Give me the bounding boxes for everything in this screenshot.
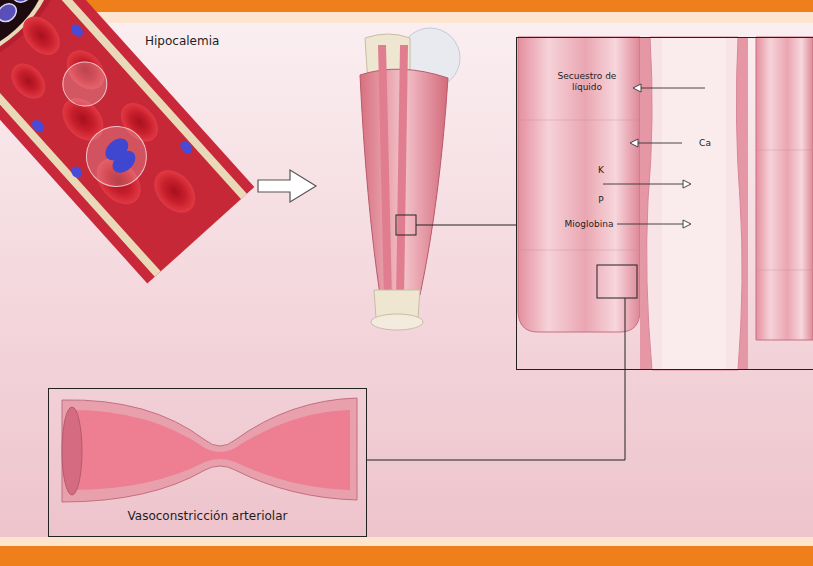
bottom-strip — [0, 537, 813, 546]
ion-label: P — [591, 195, 611, 206]
text-slot: Secuestro de líquido — [557, 71, 617, 93]
ion-label: Ca — [690, 138, 720, 149]
ion-label: Mioglobina — [557, 219, 621, 230]
blood-vessel — [0, 0, 254, 283]
text-slot: Mioglobina — [557, 219, 621, 230]
top-strip — [0, 12, 813, 23]
block-arrow — [258, 170, 316, 202]
title-label: Hipocalemia — [145, 34, 219, 49]
connector-line — [367, 370, 625, 460]
ion-label: K — [591, 165, 611, 176]
ion-label: Secuestro de líquido — [557, 71, 617, 93]
inset-panel: Vasoconstricción arteriolar — [48, 388, 367, 537]
text-slot: K — [591, 165, 611, 176]
top-bar — [0, 0, 813, 12]
text-slot: Vasoconstricción arteriolar — [49, 509, 366, 524]
muscle-figure — [360, 28, 460, 330]
panel-caption: Vasoconstricción arteriolar — [49, 509, 366, 524]
flux-arrows — [603, 84, 705, 228]
text-slot: P — [591, 195, 611, 206]
zoom-panel: Secuestro de líquidoCaK P Mioglobina — [516, 37, 813, 370]
text-slot: Ca — [690, 138, 720, 149]
leader-line — [416, 225, 516, 226]
arteriole — [62, 398, 357, 502]
bottom-bar — [0, 546, 813, 566]
muscle-fibers — [518, 37, 813, 370]
